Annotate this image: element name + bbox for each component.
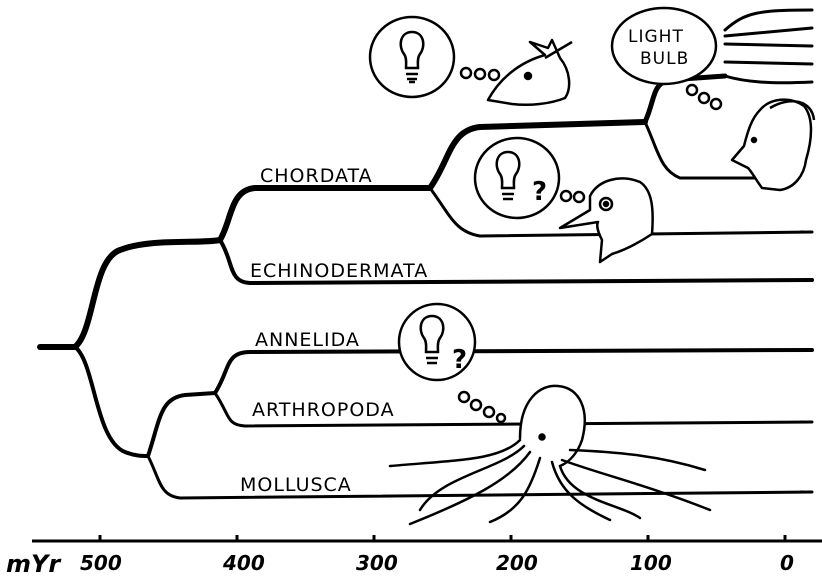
tick-label-400: 400 bbox=[222, 551, 265, 575]
label-annelida: ANNELIDA bbox=[255, 329, 360, 351]
bird-head-icon bbox=[560, 178, 653, 262]
octopus-question-mark: ? bbox=[452, 345, 467, 375]
bird-thought-bubble bbox=[475, 138, 584, 218]
bubble-text-line1: LIGHT bbox=[628, 27, 684, 47]
lightbulb-branch-5 bbox=[725, 76, 812, 83]
label-echinodermata: ECHINODERMATA bbox=[250, 260, 428, 282]
deuterostome-split bbox=[75, 240, 220, 347]
human-head-icon bbox=[732, 100, 814, 190]
tick-label-300: 300 bbox=[356, 551, 398, 575]
bird-question-mark: ? bbox=[532, 177, 547, 207]
tick-label-500: 500 bbox=[80, 551, 122, 575]
lightbulb-branch-4 bbox=[725, 62, 812, 64]
tick-label-0: 0 bbox=[780, 551, 794, 575]
octopus-icon bbox=[390, 386, 710, 524]
tick-label-100: 100 bbox=[630, 551, 672, 575]
bubble-text-line2: BULB bbox=[640, 49, 689, 69]
lightbulb-branch-1 bbox=[725, 10, 812, 30]
annelida-branch bbox=[215, 350, 812, 393]
tick-label-200: 200 bbox=[496, 551, 538, 575]
rodent-head-icon bbox=[488, 40, 572, 105]
chordata-stem bbox=[220, 188, 430, 240]
branch-end-marks bbox=[800, 232, 812, 492]
axis-unit-label: mYr bbox=[6, 550, 62, 578]
lightbulb-branch-2 bbox=[725, 28, 812, 36]
lightbulb-branch-3 bbox=[725, 44, 812, 46]
label-mollusca: MOLLUSCA bbox=[240, 474, 352, 496]
protostome-split bbox=[75, 347, 148, 456]
rodent-thought-bubble bbox=[370, 17, 499, 97]
annelid-arthropod-stem bbox=[148, 393, 215, 456]
label-arthropoda: ARTHROPODA bbox=[252, 399, 395, 421]
time-axis: mYr 500 400 300 200 100 0 bbox=[6, 535, 822, 578]
label-chordata: CHORDATA bbox=[260, 165, 373, 187]
